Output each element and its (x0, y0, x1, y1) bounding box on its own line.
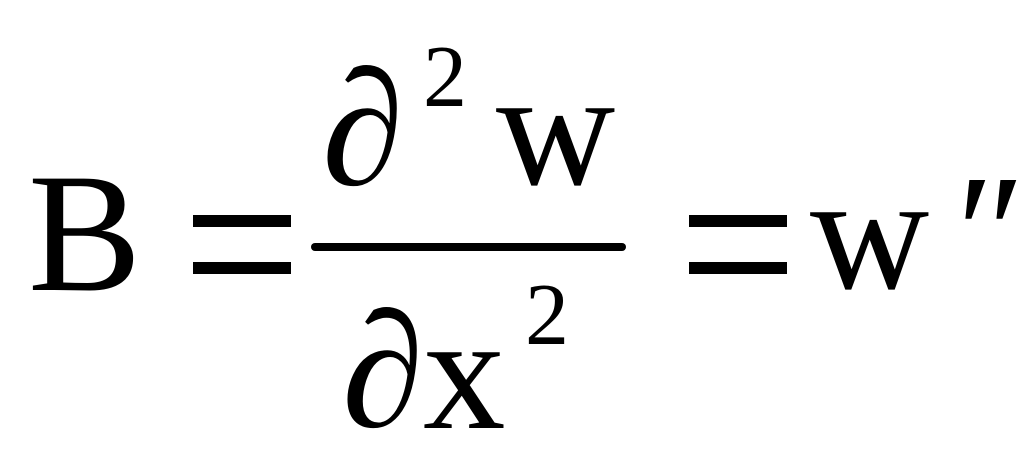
lhs-symbol: B (28, 139, 142, 327)
numerator-partial-symbol: ∂ (322, 37, 404, 220)
numerator-power: 2 (423, 29, 467, 126)
numerator-variable: w (496, 37, 616, 220)
equals-sign-1-bottom (193, 262, 291, 274)
fraction-bar (311, 243, 626, 251)
denominator-variable: x (423, 281, 506, 464)
double-prime-mark: ″ (946, 141, 1015, 324)
equals-sign-2-bottom (689, 262, 787, 274)
rhs-variable: w (810, 141, 930, 324)
equals-sign-1-top (193, 215, 291, 227)
equals-sign-2-top (689, 215, 787, 227)
denominator-power: 2 (525, 267, 569, 364)
denominator-partial-symbol: ∂ (342, 279, 424, 462)
